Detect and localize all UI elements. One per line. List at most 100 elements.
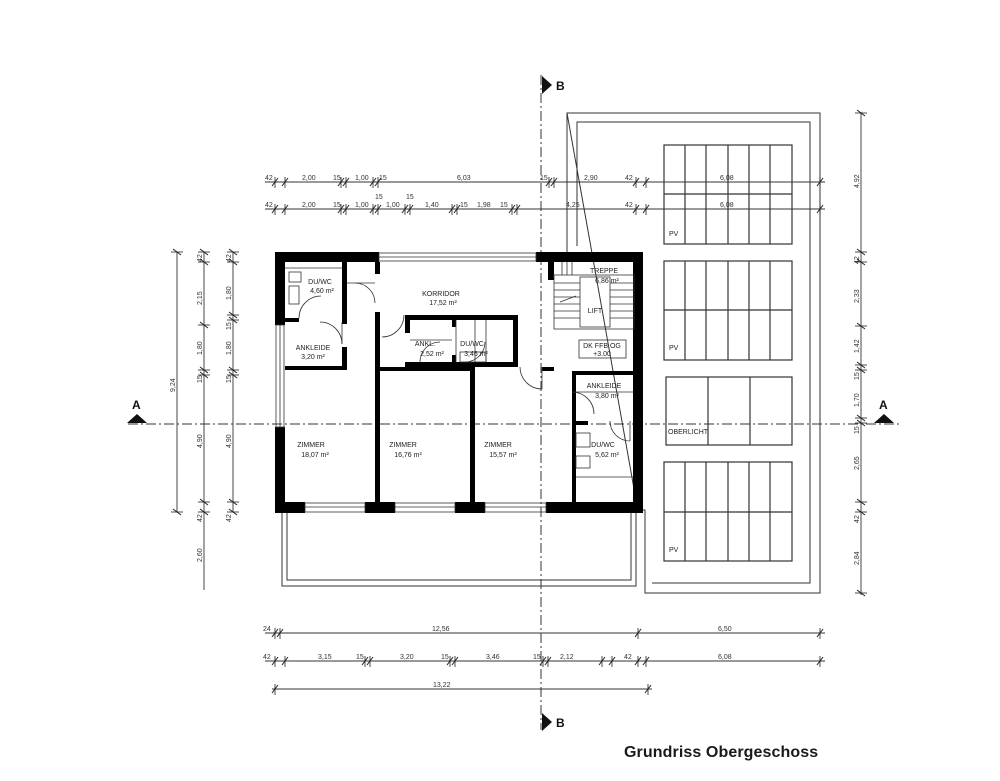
svg-text:42: 42 [197,514,204,522]
svg-text:13,22: 13,22 [433,682,451,689]
svg-text:42: 42 [226,514,233,522]
dimension-chain-bottom-3: 13,22 [271,682,652,696]
room-area-duwc2: 3,46 m² [464,351,488,358]
drawing-title: Grundriss Obergeschoss [624,744,819,761]
svg-text:15: 15 [375,194,383,201]
oberlicht-label: OBERLICHT [668,429,709,436]
svg-text:24: 24 [263,626,271,633]
door-swings [298,282,631,442]
room-area-zimmer2: 16,76 m² [394,452,422,459]
room-name-zimmer3: ZIMMER [484,442,512,449]
svg-text:15: 15 [406,194,414,201]
svg-text:15: 15 [540,175,548,182]
balcony [281,512,637,587]
svg-text:42: 42 [197,254,204,262]
dimension-chain-left-outer: 9,24 [170,248,184,516]
svg-text:4,25: 4,25 [566,202,580,209]
room-area-zimmer3: 15,57 m² [489,452,517,459]
room-name-ankl2: ANKL. [415,341,435,348]
windows [275,252,547,513]
room-area-duwc1: 4,60 m² [310,288,334,295]
svg-text:1,80: 1,80 [226,286,233,300]
room-area-ankl2: 2,52 m² [420,351,444,358]
section-label-a-left: A [132,398,141,412]
svg-text:42: 42 [854,515,861,523]
svg-text:4,92: 4,92 [854,174,861,188]
svg-text:9,24: 9,24 [170,378,177,392]
room-name-ankleide1: ANKLEIDE [296,345,331,352]
svg-text:15: 15 [333,202,341,209]
svg-text:42: 42 [265,202,273,209]
section-label-b-bottom: B [556,716,565,730]
svg-text:15: 15 [226,322,233,330]
svg-text:15: 15 [333,175,341,182]
svg-text:42: 42 [625,175,633,182]
dk-ffb-og-value: +3.00 [593,351,611,358]
svg-text:15: 15 [460,202,468,209]
dk-ffb-og-label: DK FFB OG [583,343,621,350]
svg-text:2,12: 2,12 [560,654,574,661]
svg-text:2,60: 2,60 [197,548,204,562]
room-name-duwc2: DU/WC [460,341,484,348]
interior-walls [285,262,633,502]
svg-text:6,08: 6,08 [720,202,734,209]
dimension-chain-top-1: 42 2,00 15 1,00 15 6,03 15 2,90 42 6,08 [265,175,825,189]
svg-text:2,15: 2,15 [197,291,204,305]
svg-text:42: 42 [625,202,633,209]
dimension-chain-right: 4,92 42 2,33 1,42 15 1,70 15 2,65 42 2,8… [854,109,868,597]
section-marker-b-top: B [542,76,565,94]
svg-text:1,00: 1,00 [355,202,369,209]
pv-array-1 [663,144,793,245]
dimension-chain-left-mid: 42 2,15 1,80 15 4,90 42 2,60 [197,248,211,590]
svg-text:1,42: 1,42 [854,339,861,353]
svg-text:15: 15 [356,654,364,661]
svg-text:1,70: 1,70 [854,393,861,407]
svg-text:42: 42 [265,175,273,182]
svg-text:15: 15 [533,654,541,661]
svg-text:1,80: 1,80 [226,341,233,355]
svg-text:1,00: 1,00 [355,175,369,182]
room-labels: DU/WC 4,60 m² KORRIDOR 17,52 m² TREPPE 6… [296,268,622,459]
svg-text:15: 15 [854,426,861,434]
room-name-duwc1: DU/WC [308,279,332,286]
room-area-ankleide1: 3,20 m² [301,354,325,361]
pv-label-1: PV [669,231,679,238]
svg-text:2,84: 2,84 [854,551,861,565]
svg-text:15: 15 [197,375,204,383]
svg-text:3,15: 3,15 [318,654,332,661]
svg-text:1,00: 1,00 [386,202,400,209]
dimension-chain-top-2: 42 2,00 15 1,00 15 1,00 15 1,40 15 1,98 … [265,194,825,216]
pv-label-2: PV [669,345,679,352]
svg-text:42: 42 [263,654,271,661]
room-name-ankleide3: ANKLEIDE [587,383,622,390]
room-name-zimmer1: ZIMMER [297,442,325,449]
room-name-duwc3: DU/WC [591,442,615,449]
pv-label-3: PV [669,547,679,554]
section-marker-a-left: A [127,398,147,423]
room-area-zimmer1: 18,07 m² [301,452,329,459]
svg-text:3,46: 3,46 [486,654,500,661]
svg-text:4,90: 4,90 [197,434,204,448]
room-name-korridor: KORRIDOR [422,291,460,298]
room-area-duwc3: 5,62 m² [595,452,619,459]
svg-text:3,20: 3,20 [400,654,414,661]
dimension-chain-bottom-2: 42 3,15 15 3,20 15 3,46 15 2,12 42 6,08 [263,654,825,668]
svg-text:2,65: 2,65 [854,456,861,470]
room-area-korridor: 17,52 m² [429,300,457,307]
section-marker-a-right: A [874,398,894,423]
svg-text:1,40: 1,40 [425,202,439,209]
svg-text:6,50: 6,50 [718,626,732,633]
pv-array-2 [663,260,793,361]
room-area-ankleide3: 3,80 m² [595,393,619,400]
section-label-b-top: B [556,79,565,93]
svg-text:42: 42 [624,654,632,661]
svg-text:12,56: 12,56 [432,626,450,633]
svg-text:42: 42 [854,256,861,264]
pv-array-3 [663,461,793,562]
svg-text:2,33: 2,33 [854,289,861,303]
svg-text:42: 42 [226,254,233,262]
exterior-walls [275,252,643,513]
svg-text:2,90: 2,90 [584,175,598,182]
svg-text:15: 15 [441,654,449,661]
